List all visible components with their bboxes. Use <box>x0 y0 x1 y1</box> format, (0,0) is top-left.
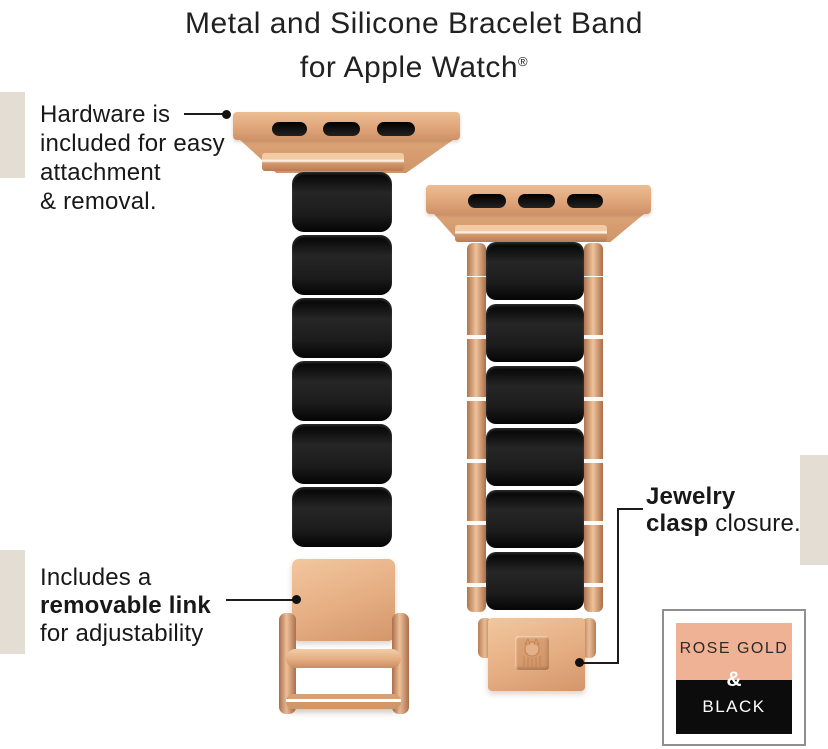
edge-accent-bottom-left <box>0 550 25 654</box>
silicone-link <box>486 242 584 300</box>
clasp-cross-bar <box>286 649 401 668</box>
callout-hardware: Hardware is included for easy attachment… <box>40 100 225 216</box>
registered-mark: ® <box>518 54 529 69</box>
leader-line-removable-link <box>226 599 296 601</box>
callout-line: included for easy <box>40 130 225 157</box>
leader-dot-removable-link <box>292 595 301 604</box>
rose-gold-label: ROSE GOLD <box>679 639 789 657</box>
black-label: BLACK <box>702 697 766 716</box>
callout-line: Hardware is <box>40 101 171 128</box>
hinge-bar <box>455 225 607 242</box>
side-link-strip-right <box>584 243 603 612</box>
jewelry-clasp-plate <box>488 618 585 691</box>
leader-line-hardware <box>184 113 226 115</box>
title-line-1: Metal and Silicone Bracelet Band <box>185 7 643 40</box>
watch-adapter <box>233 112 460 140</box>
watch-band-small <box>426 185 651 692</box>
silicone-link <box>292 361 392 421</box>
side-link-strip-right <box>391 170 407 610</box>
black-swatch: BLACK <box>676 680 792 734</box>
leader-line-jewelry-vertical <box>617 508 619 664</box>
silicone-link <box>292 298 392 358</box>
callout-line: Includes a <box>40 564 152 591</box>
silicone-link <box>292 424 392 484</box>
silicone-link <box>486 490 584 548</box>
callout-jewelry-clasp: Jewelry clasp closure. <box>646 483 801 537</box>
color-swatch: ROSE GOLD BLACK & <box>662 609 806 746</box>
rose-gold-swatch: ROSE GOLD <box>676 623 792 680</box>
silicone-link <box>292 235 392 295</box>
adapter-slot <box>323 122 360 136</box>
ampersand-label: & <box>726 668 742 691</box>
callout-line-bold: removable link <box>40 592 211 619</box>
silicone-link <box>486 304 584 362</box>
adapter-slot <box>377 122 415 136</box>
callout-line: for adjustability <box>40 620 204 647</box>
clasp-bottom-bar <box>286 694 401 709</box>
side-link-strip-left <box>467 243 486 612</box>
lion-emblem-icon <box>523 638 541 667</box>
silicone-link <box>486 428 584 486</box>
adapter-slot <box>468 194 506 208</box>
leader-line-jewelry-top <box>617 508 643 510</box>
clasp-rail-right <box>392 613 409 714</box>
callout-line: attachment <box>40 159 161 186</box>
anne-klein-lion-logo <box>515 636 549 670</box>
silicone-link <box>292 172 392 232</box>
clasp-side-stub <box>582 618 596 658</box>
callout-removable-link: Includes a removable link for adjustabil… <box>40 564 211 648</box>
watch-adapter <box>426 185 651 214</box>
callout-line: clasp closure. <box>646 510 801 537</box>
leader-dot-hardware <box>222 110 231 119</box>
silicone-link <box>486 366 584 424</box>
silicone-link <box>486 552 584 610</box>
page-title: Metal and Silicone Bracelet Band for App… <box>0 2 828 90</box>
leader-dot-jewelry-clasp <box>575 658 584 667</box>
callout-line: & removal. <box>40 188 157 215</box>
removable-link-plate <box>292 559 395 641</box>
adapter-slot <box>518 194 555 208</box>
leader-line-jewelry-bottom <box>583 662 619 664</box>
side-link-strip-left <box>277 170 293 610</box>
color-swatch-inner: ROSE GOLD BLACK & <box>676 623 792 734</box>
title-line-2: for Apple Watch® <box>299 51 529 84</box>
adapter-slot <box>272 122 307 136</box>
hinge-bar <box>262 153 404 171</box>
adapter-slot <box>567 194 603 208</box>
edge-accent-right <box>800 455 828 565</box>
callout-line-bold: Jewelry <box>646 483 736 510</box>
silicone-link <box>292 487 392 547</box>
watch-band-large <box>233 112 465 714</box>
edge-accent-top-left <box>0 92 25 178</box>
